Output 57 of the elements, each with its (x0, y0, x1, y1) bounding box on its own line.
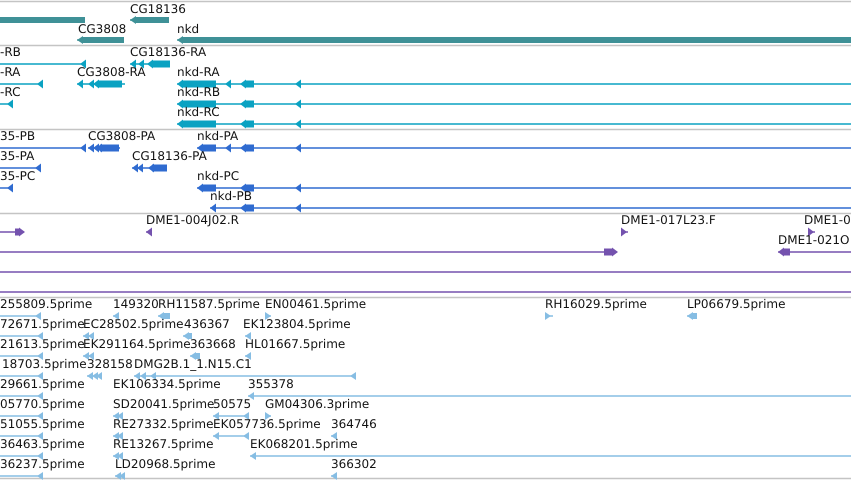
feature-label: EN00461.5prime (265, 297, 366, 311)
feature-label: 21613.5prime (0, 337, 85, 351)
feature-label: RE27332.5prime (113, 417, 214, 431)
feature-label: EC28502.5prime (83, 317, 184, 331)
feature-label: 29661.5prime (0, 377, 85, 391)
feature-label: nkd-PB (210, 189, 252, 203)
feature-label: CG3808-RA (77, 65, 146, 79)
feature-label: RH16029.5prime (545, 297, 647, 311)
feature-label: CG18136-PA (132, 149, 207, 163)
feature-label: GM04306.3prime (265, 397, 370, 411)
feature-label: 05770.5prime (0, 397, 85, 411)
feature-label: nkd-RC (177, 105, 220, 119)
feature-label: 364746 (331, 417, 377, 431)
feature-label: DME1-0 (804, 213, 851, 227)
feature-label: CG3808 (78, 22, 126, 36)
feature-label: nkd-RA (177, 65, 220, 79)
feature-label: -RA (0, 65, 20, 79)
feature-label: CG3808-PA (88, 129, 156, 143)
feature-label: 255809.5prime (0, 297, 92, 311)
feature-label: nkd (177, 22, 200, 36)
feature-label: EK068201.5prime (250, 437, 358, 451)
feature-label: EK106334.5prime (113, 377, 221, 391)
feature-label: nkd-PC (197, 169, 240, 183)
feature-label: RE13267.5prime (113, 437, 214, 451)
feature-label: RH11587.5prime (158, 297, 260, 311)
feature-label: 18703.5prime (2, 357, 87, 371)
feature-label: 36237.5prime (0, 457, 85, 471)
feature-label: 366302 (331, 457, 377, 471)
feature-label: nkd-PA (197, 129, 238, 143)
feature-label: -RB (0, 45, 21, 59)
feature-label: EK057736.5prime (213, 417, 321, 431)
feature-label: 35-PA (0, 149, 34, 163)
feature-label: 51055.5prime (0, 417, 85, 431)
feature-label: 35-PC (0, 169, 36, 183)
feature-label: LD20968.5prime (115, 457, 216, 471)
feature-label: 35-PB (0, 129, 36, 143)
feature-label: 328158 (87, 357, 133, 371)
feature-label: DMG2B.1_1.N15.C1 (134, 357, 252, 371)
feature-label: 355378 (248, 377, 294, 391)
feature-label: DME1-004J02.R (146, 213, 240, 227)
feature-label: 149320 (113, 297, 159, 311)
feature-label: 72671.5prime (0, 317, 85, 331)
feature-label: DME1-017L23.F (621, 213, 716, 227)
feature-label: 436367 (184, 317, 230, 331)
feature-label: HL01667.5prime (245, 337, 346, 351)
feature-label: LP06679.5prime (687, 297, 786, 311)
feature-label: 36463.5prime (0, 437, 85, 451)
feature-label: CG18136 (130, 2, 186, 16)
feature-label: DME1-021O (778, 233, 850, 247)
feature-label: 50575 (213, 397, 252, 411)
feature-label: nkd-RB (177, 85, 220, 99)
feature-label: EK291164.5prime (83, 337, 191, 351)
feature-label: EK123804.5prime (243, 317, 351, 331)
feature-label: CG18136-RA (130, 45, 206, 59)
feature-label: 363668 (190, 337, 236, 351)
feature-label: SD20041.5prime (113, 397, 214, 411)
feature-label: -RC (0, 85, 20, 99)
